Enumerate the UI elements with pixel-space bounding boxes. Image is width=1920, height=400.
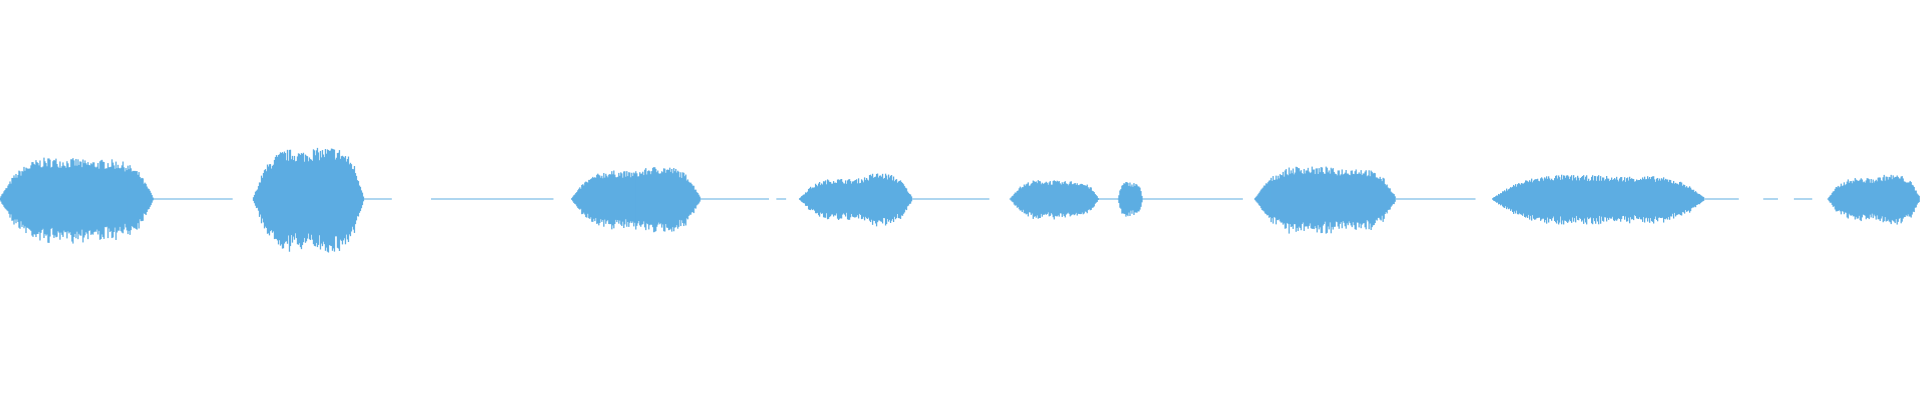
waveform-segment	[798, 173, 913, 227]
waveform-samples	[0, 147, 1920, 253]
waveform-segment	[1827, 174, 1920, 225]
waveform-segment	[1117, 181, 1143, 217]
waveform-segment	[1254, 166, 1396, 234]
waveform-segment	[1009, 180, 1099, 220]
waveform-segment	[571, 167, 701, 233]
waveform-segment	[252, 147, 365, 253]
waveform-segment	[1492, 174, 1705, 225]
waveform-segment	[0, 157, 154, 244]
